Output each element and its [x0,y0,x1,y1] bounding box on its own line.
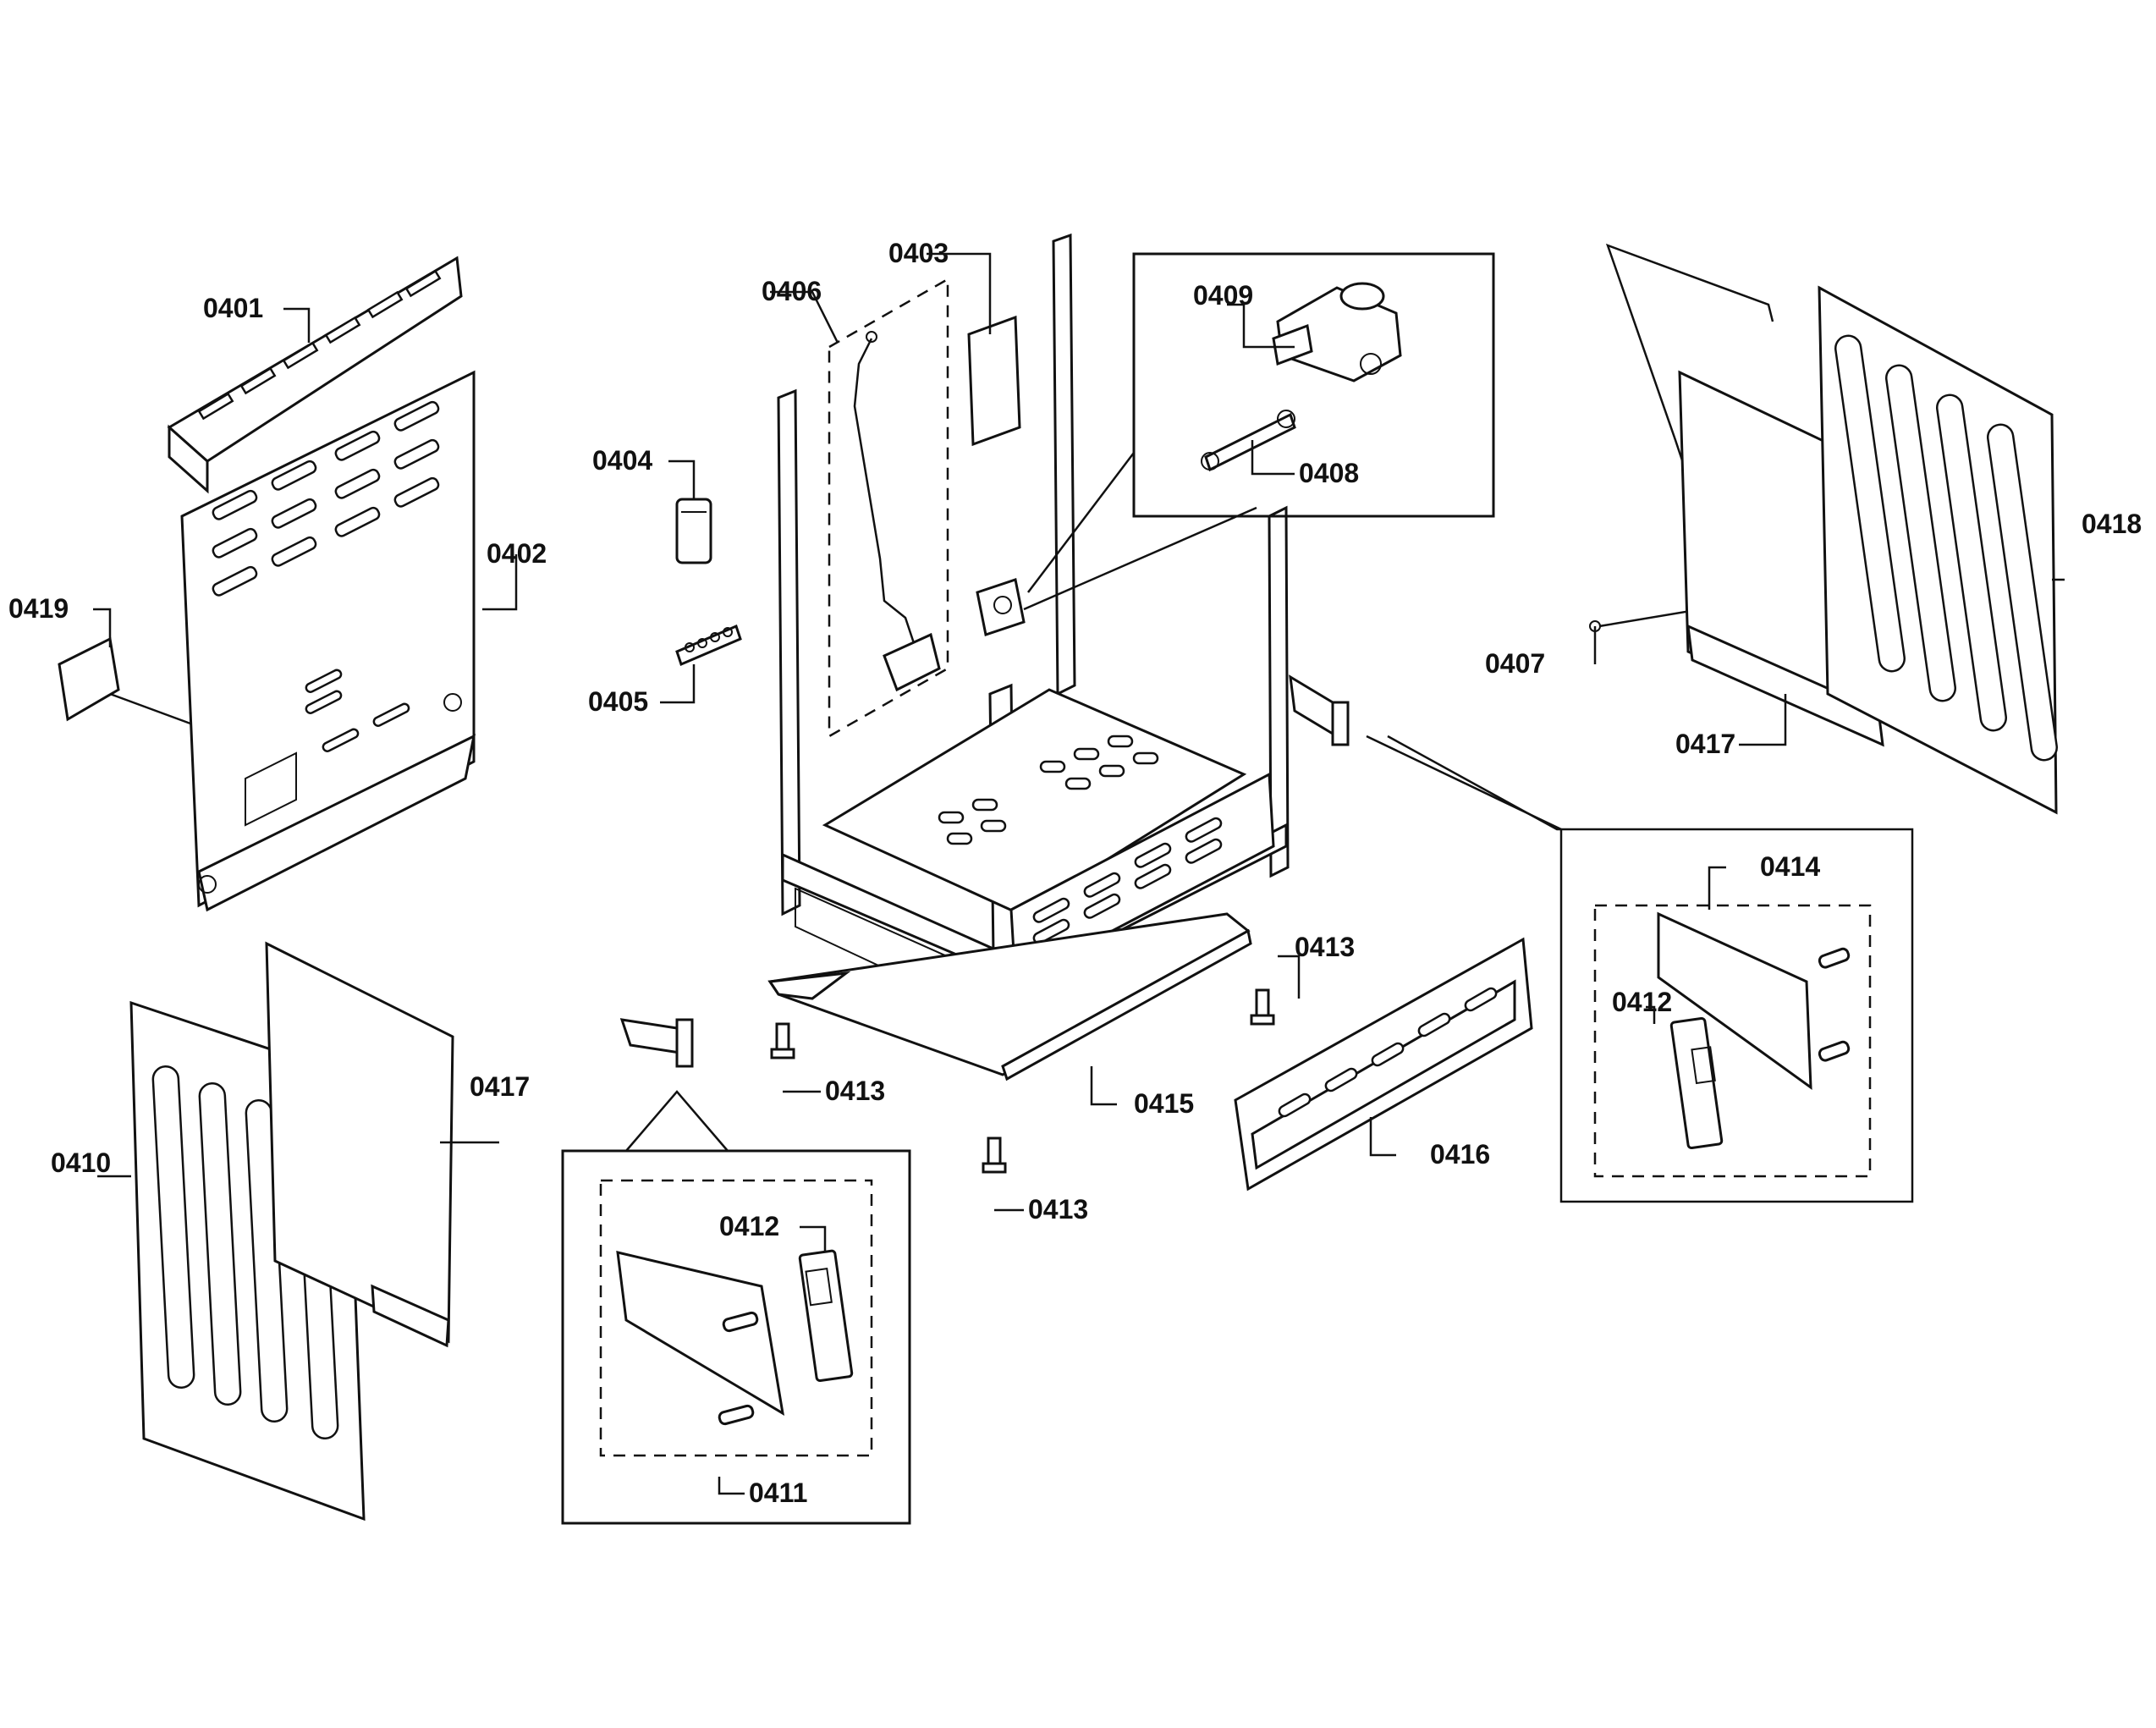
label-0413-right: 0413 [1295,932,1355,962]
part-0402-rear-panel [180,370,476,912]
part-0403-board [967,315,1021,447]
part-labels: 0401 0402 0403 0404 0405 0406 0407 0408 … [8,238,2142,1508]
detail-box-valve [1023,252,1495,611]
label-0413-left: 0413 [825,1076,885,1106]
part-0415-base [767,912,1252,1081]
screw-0413-b [1250,988,1275,1026]
part-0404-block [675,498,712,564]
label-0408: 0408 [1299,458,1359,488]
screw-0413-a [770,1022,795,1059]
part-0401-top-vent [167,256,463,494]
label-0411: 0411 [749,1478,807,1508]
label-0415: 0415 [1134,1088,1194,1119]
label-0403: 0403 [888,238,949,268]
part-0417-left-inner-panel [265,941,454,1348]
label-0417-left: 0417 [470,1071,530,1102]
part-0405-terminal [675,624,742,667]
label-0414: 0414 [1760,851,1820,882]
label-0405: 0405 [588,686,648,717]
label-0412-right: 0412 [1612,987,1672,1017]
label-0418: 0418 [2082,509,2142,539]
label-0416: 0416 [1430,1139,1490,1169]
part-0416-toe-kick [1234,937,1533,1191]
label-0412-left: 0412 [719,1211,779,1241]
label-0407: 0407 [1485,648,1545,679]
label-0417-right: 0417 [1675,729,1735,759]
part-0406-cable [828,277,949,739]
label-0419: 0419 [8,593,69,624]
leader-lines [93,252,2065,1495]
part-0418-right-side-panel [1818,285,2058,815]
label-0402: 0402 [487,538,547,569]
label-0413-bottom: 0413 [1028,1194,1088,1224]
part-0419-cover-plate [58,636,120,722]
detail-box-hinge-left [561,1018,911,1525]
label-0404: 0404 [592,445,652,476]
screw-0413-c [982,1136,1007,1174]
label-0410: 0410 [51,1147,111,1178]
label-0409: 0409 [1193,280,1253,311]
label-0406: 0406 [762,276,822,306]
detail-box-hinge-right [1366,735,1914,1203]
label-0401: 0401 [203,293,263,323]
main-frame [777,233,1350,1022]
